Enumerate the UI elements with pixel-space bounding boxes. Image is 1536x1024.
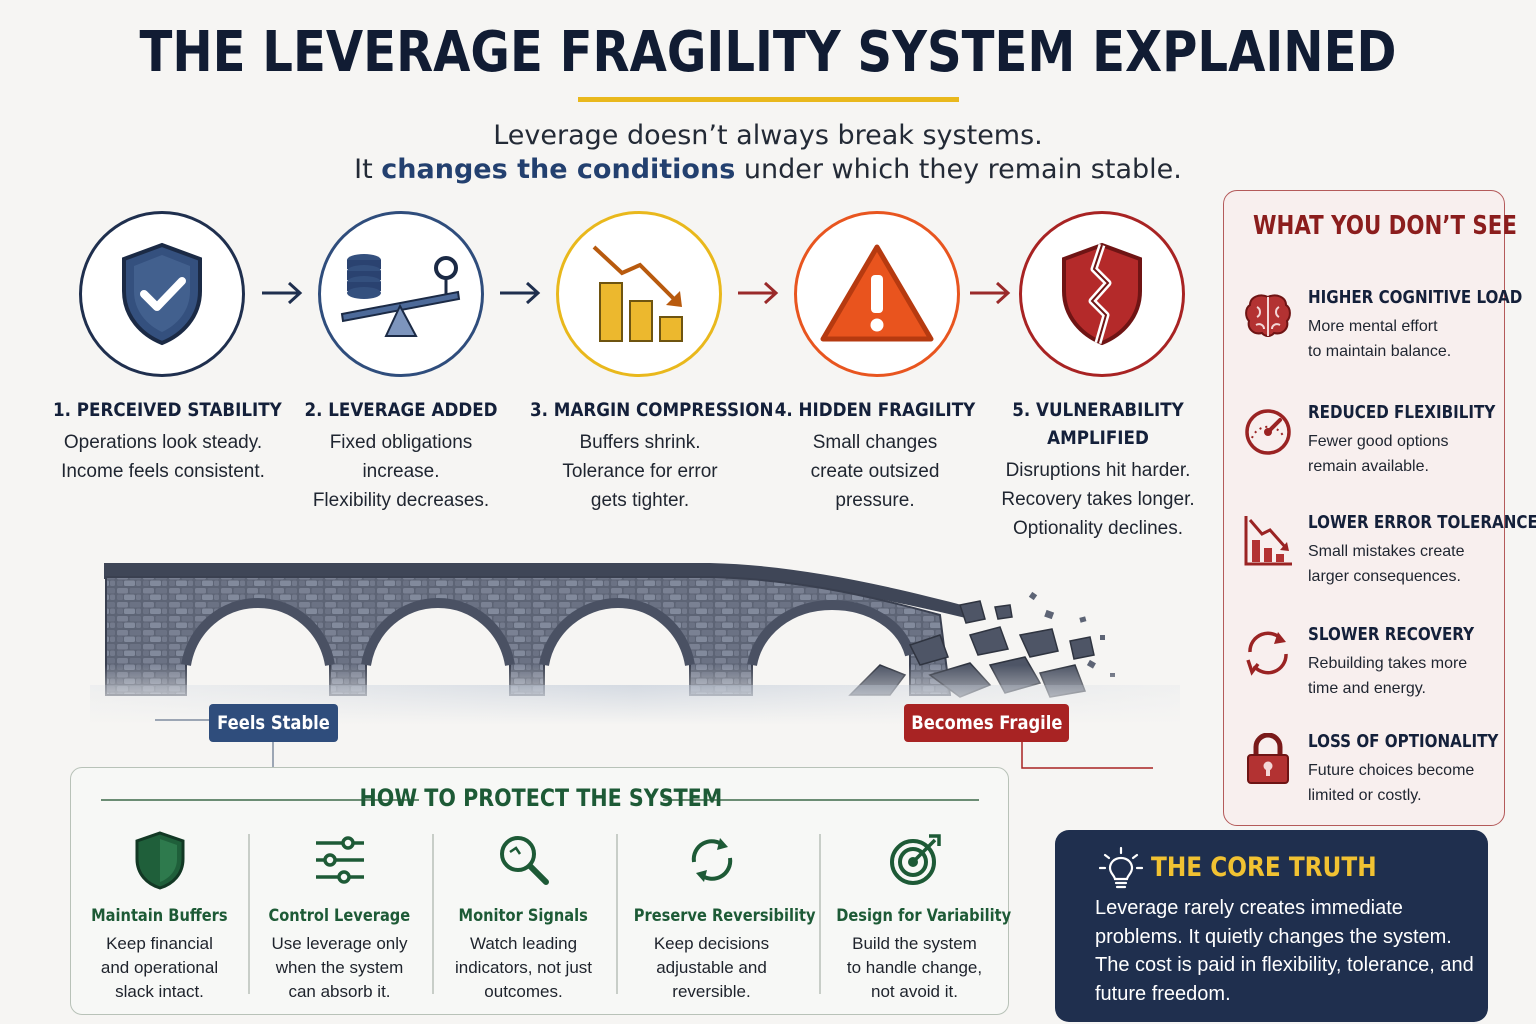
protect-label: Maintain Buffers: [91, 906, 228, 926]
step-3-text: 3. MARGIN COMPRESSION Buffers shrink. To…: [515, 396, 774, 515]
side-head: SLOWER RECOVERY: [1308, 624, 1475, 645]
protect-title-text: HOW TO PROTECT THE SYSTEM: [359, 784, 722, 812]
sidebar-title: WHAT YOU DON’T SEE: [1224, 211, 1517, 241]
protect-label: Preserve Reversibility: [633, 906, 816, 926]
side-head: REDUCED FLEXIBILITY: [1308, 402, 1496, 423]
step-1-circle: [79, 211, 245, 377]
step-desc: Buffers shrink. Tolerance for error gets…: [562, 432, 718, 511]
sidebar-item-optionality: LOSS OF OPTIONALITY Future choices becom…: [1242, 731, 1504, 821]
title-rule-left: [101, 799, 419, 801]
step-5-text: 5. VULNERABILITY AMPLIFIED Disruptions h…: [973, 396, 1223, 543]
step-desc: Small changes create outsized pressure.: [810, 432, 940, 511]
protect-panel: HOW TO PROTECT THE SYSTEM Maintain Buffe…: [67, 767, 1011, 1015]
protect-desc: Keep financial and operational slack int…: [100, 934, 219, 1001]
protect-label: Monitor Signals: [458, 906, 589, 926]
arrow-right-icon: [262, 281, 303, 305]
step-title: 3. MARGIN COMPRESSION: [530, 399, 774, 421]
gauge-icon: [1245, 409, 1291, 455]
cycle-arrows-icon: [691, 838, 732, 882]
target-icon: [889, 834, 941, 885]
protect-item-buffers: Maintain Buffers Keep financial and oper…: [67, 828, 252, 1004]
step-desc: Fixed obligations increase. Flexibility …: [312, 432, 490, 511]
side-desc: Future choices become limited or costly.: [1308, 762, 1475, 804]
protect-desc: Watch leading indicators, not just outco…: [454, 934, 592, 1001]
protect-item-reversibility: Preserve Reversibility Keep decisions ad…: [619, 828, 816, 1004]
declining-bars-icon: [592, 245, 683, 342]
shield-check-icon: [122, 242, 202, 346]
sidebar-item-error-tolerance: LOWER ERROR TOLERANCE Small mistakes cre…: [1242, 512, 1536, 602]
becomes-fragile-tag: Becomes Fragile: [904, 704, 1069, 742]
divider: [819, 834, 821, 994]
sliders-icon: [315, 836, 364, 884]
subtitle-line-2: It changes the conditions under which th…: [0, 154, 1536, 185]
protect-desc: Build the system to handle change, not a…: [846, 934, 983, 1001]
subtitle-highlight: changes the conditions: [381, 154, 736, 185]
becomes-fragile-label: Becomes Fragile: [910, 712, 1063, 734]
recovery-arrows-icon: [1246, 631, 1288, 676]
arrow-right-icon: [970, 281, 1011, 305]
side-desc: Rebuilding takes more time and energy.: [1308, 655, 1468, 697]
seesaw-icon: [340, 254, 461, 337]
divider: [616, 834, 618, 994]
step-title: 1. PERCEIVED STABILITY: [53, 399, 282, 421]
title-underline: [578, 97, 959, 102]
protect-label: Control Leverage: [268, 906, 411, 926]
title-rule-right: [663, 799, 979, 801]
feels-stable-tag: Feels Stable: [209, 704, 338, 742]
fragile-leader-line: [1021, 740, 1153, 769]
padlock-icon: [1247, 733, 1289, 784]
protect-title: HOW TO PROTECT THE SYSTEM: [71, 784, 1010, 812]
step-4-circle: [794, 211, 960, 377]
subtitle-pre: It: [354, 154, 382, 185]
step-title: 5. VULNERABILITY: [1012, 399, 1184, 421]
side-desc: Fewer good options remain available.: [1308, 433, 1449, 475]
protect-label: Design for Variability: [836, 906, 1012, 926]
side-head: LOSS OF OPTIONALITY: [1308, 731, 1499, 752]
step-desc: Disruptions hit harder. Recovery takes l…: [1001, 460, 1195, 539]
protect-item-variability: Design for Variability Build the system …: [822, 828, 1011, 1004]
step-5-circle: [1019, 211, 1185, 377]
arrow-right-icon: [738, 281, 779, 305]
arrow-right-icon: [500, 281, 541, 305]
step-title-line2: AMPLIFIED: [1047, 427, 1149, 449]
step-title: 2. LEVERAGE ADDED: [304, 399, 498, 421]
step-2-text: 2. LEVERAGE ADDED Fixed obligations incr…: [276, 396, 526, 515]
core-truth-panel: THE CORE TRUTH Leverage rarely creates i…: [1055, 830, 1488, 1022]
side-head: LOWER ERROR TOLERANCE: [1308, 512, 1536, 533]
sidebar-title-text: WHAT YOU DON’T SEE: [1252, 211, 1517, 241]
sidebar-item-cognitive-load: HIGHER COGNITIVE LOAD More mental effort…: [1242, 287, 1522, 377]
core-truth-text: Leverage rarely creates immediate proble…: [1095, 897, 1474, 1005]
warning-triangle-icon: [820, 244, 934, 342]
step-3-circle: [556, 211, 722, 377]
step-title: 4. HIDDEN FRAGILITY: [774, 399, 976, 421]
divider: [432, 834, 434, 994]
page-title: THE LEVERAGE FRAGILITY SYSTEM EXPLAINED: [139, 20, 1397, 85]
side-head: HIGHER COGNITIVE LOAD: [1308, 287, 1523, 308]
falling-chart-icon: [1244, 516, 1292, 566]
step-2-circle: [318, 211, 484, 377]
step-4-text: 4. HIDDEN FRAGILITY Small changes create…: [750, 396, 1000, 515]
protect-desc: Use leverage only when the system can ab…: [271, 934, 408, 1001]
sidebar-item-recovery: SLOWER RECOVERY Rebuilding takes more ti…: [1242, 624, 1504, 714]
magnifier-icon: [499, 836, 549, 885]
protect-desc: Keep decisions adjustable and reversible…: [653, 934, 770, 1001]
subtitle-post: under which they remain stable.: [735, 154, 1182, 185]
broken-shield-icon: [1062, 242, 1142, 346]
shield-icon: [135, 831, 184, 890]
core-truth-title: THE CORE TRUTH: [1151, 852, 1377, 883]
feels-stable-label: Feels Stable: [217, 712, 330, 734]
side-desc: Small mistakes create larger consequence…: [1308, 543, 1465, 585]
stone-bridge-illustration: [90, 563, 1180, 725]
lightbulb-icon: [1099, 846, 1143, 889]
hidden-effects-panel: WHAT YOU DON’T SEE HIGHER COGNITIVE LOAD…: [1223, 190, 1536, 826]
step-desc: Operations look steady. Income feels con…: [61, 432, 265, 482]
protect-item-signals: Monitor Signals Watch leading indicators…: [431, 828, 616, 1004]
step-1-text: 1. PERCEIVED STABILITY Operations look s…: [38, 396, 288, 486]
side-desc: More mental effort to maintain balance.: [1308, 318, 1452, 360]
subtitle-line-1: Leverage doesn’t always break systems.: [493, 120, 1043, 151]
divider: [248, 834, 250, 994]
brain-icon: [1245, 294, 1291, 338]
sidebar-item-flexibility: REDUCED FLEXIBILITY Fewer good options r…: [1242, 402, 1504, 492]
protect-item-leverage: Control Leverage Use leverage only when …: [247, 828, 432, 1004]
